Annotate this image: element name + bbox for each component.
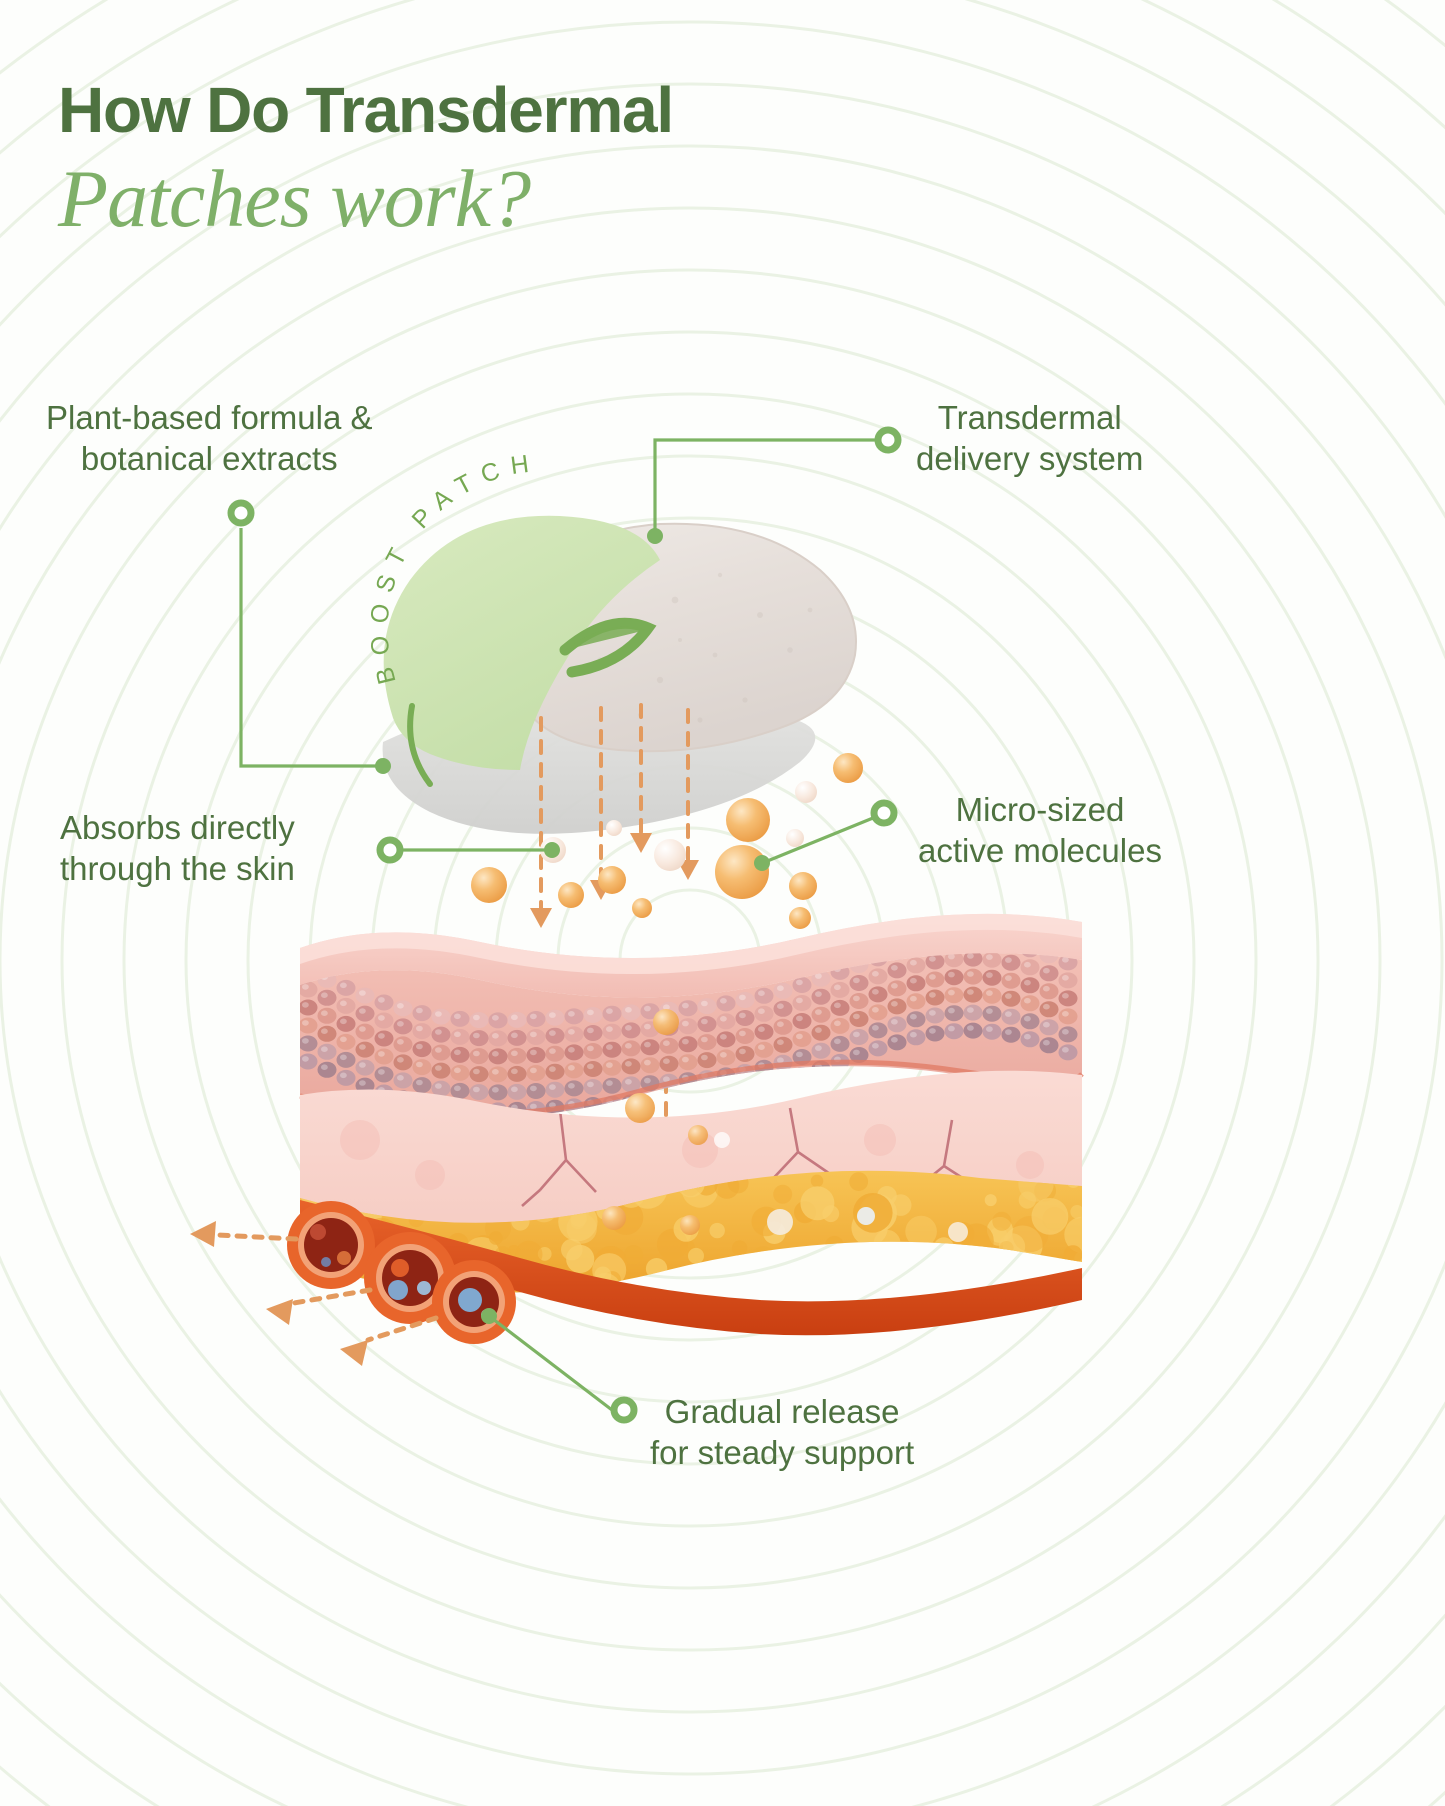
callout-plant-based: Plant-based formula & botanical extracts [46,398,373,480]
callout-plant-based-line1: Plant-based formula & [46,399,373,436]
page-title-line2: Patches work? [58,153,531,244]
callout-absorbs-line1: Absorbs directly [60,809,295,846]
callout-micro-line2: active molecules [918,831,1162,869]
callout-transdermal-delivery: Transdermal delivery system [916,398,1143,480]
callout-gradual-release: Gradual release for steady support [650,1392,914,1474]
title-block: How Do Transdermal Patches work? [58,74,674,244]
callout-micro-molecules: Micro-sized active molecules [918,790,1162,872]
vessel-tube [287,1201,375,1289]
callout-transdermal-line1: Transdermal [937,399,1122,436]
vessel-tube [432,1260,516,1344]
callout-absorbs-through-skin: Absorbs directly through the skin [60,808,295,890]
callout-gradual-line1: Gradual release [664,1393,900,1430]
page-title-line1: How Do Transdermal [58,74,674,146]
callout-absorbs-line2: through the skin [60,849,295,887]
callout-plant-based-line2: botanical extracts [80,439,338,477]
callout-micro-line1: Micro-sized [955,791,1125,828]
callout-gradual-line2: for steady support [650,1433,915,1471]
callout-transdermal-line2: delivery system [916,439,1144,477]
